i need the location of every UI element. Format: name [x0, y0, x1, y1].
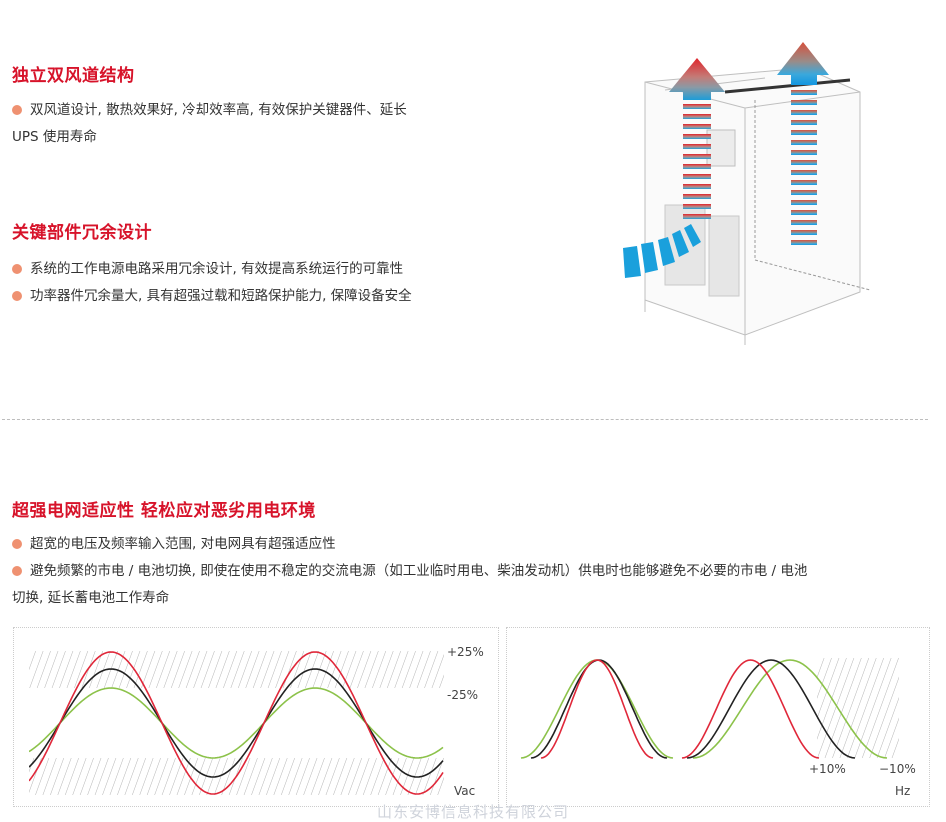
- upper-tolerance-band: [29, 651, 444, 688]
- bullet-text: 超宽的电压及频率输入范围, 对电网具有超强适应性: [30, 536, 336, 552]
- wave-nominal-voltage: [29, 668, 444, 778]
- section-divider: [2, 419, 928, 420]
- bullet-dot-icon: [12, 539, 22, 549]
- bullet-text: 避免频繁的市电 / 电池切换, 即使在使用不稳定的交流电源（如工业临时用电、柴油…: [30, 563, 808, 579]
- voltage-range-diagram: +25% -25% Vac: [13, 627, 499, 807]
- section-title-redundancy: 关键部件冗余设计: [12, 223, 152, 243]
- frequency-tolerance-band: [817, 658, 899, 758]
- bullet-text-continued: UPS 使用寿命: [12, 129, 97, 145]
- bullet-text: 系统的工作电源电路采用冗余设计, 有效提高系统运行的可靠性: [30, 261, 404, 277]
- unit-label-vac: Vac: [454, 784, 475, 798]
- wave-nominal-frequency: [530, 659, 856, 759]
- section-title-grid-adaptability: 超强电网适应性 轻松应对恶劣用电环境: [12, 501, 316, 521]
- bullet-dot-icon: [12, 105, 22, 115]
- label-plus-ten-percent: +10%: [809, 762, 846, 776]
- company-watermark: 山东安博信息科技有限公司: [376, 803, 569, 821]
- bullet-dot-icon: [12, 291, 22, 301]
- voltage-waveform-plot: +25% -25% Vac: [29, 645, 484, 798]
- wave-high-voltage: [29, 651, 444, 795]
- label-upper-limit: +25%: [447, 645, 484, 659]
- bullet-dot-icon: [12, 566, 22, 576]
- bullet-text: 双风道设计, 散热效果好, 冷却效率高, 有效保护关键器件、延长: [30, 102, 407, 118]
- label-lower-limit: -25%: [447, 688, 478, 702]
- bullet-list-section1: 双风道设计, 散热效果好, 冷却效率高, 有效保护关键器件、延长 UPS 使用寿…: [12, 97, 407, 151]
- wave-high-frequency: [540, 659, 820, 759]
- frequency-range-diagram: +10% −10% Hz: [506, 627, 930, 807]
- bullet-text: 功率器件冗余量大, 具有超强过载和短路保护能力, 保障设备安全: [30, 288, 412, 304]
- bullet-dot-icon: [12, 264, 22, 274]
- ups-airflow-illustration: [623, 42, 871, 345]
- bullet-list-section2: 系统的工作电源电路采用冗余设计, 有效提高系统运行的可靠性 功率器件冗余量大, …: [12, 256, 412, 310]
- bullet-list-section3: 超宽的电压及频率输入范围, 对电网具有超强适应性 避免频繁的市电 / 电池切换,…: [12, 531, 807, 612]
- label-minus-ten-percent: −10%: [879, 762, 916, 776]
- frequency-waveform-plot: +10% −10% Hz: [520, 658, 916, 798]
- section-title-dual-airduct: 独立双风道结构: [12, 66, 135, 86]
- wave-low-voltage: [29, 687, 444, 759]
- bullet-text-continued: 切换, 延长蓄电池工作寿命: [12, 590, 170, 606]
- unit-label-hz: Hz: [895, 784, 910, 798]
